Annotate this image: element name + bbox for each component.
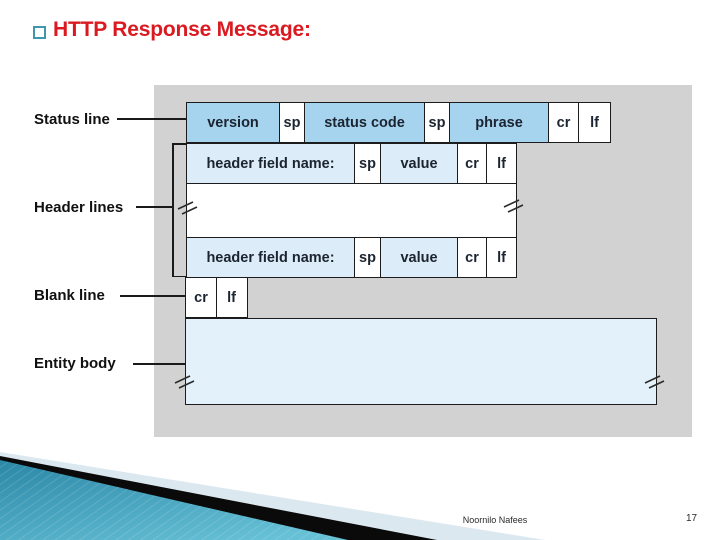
bracket-bottom-tick [172, 275, 186, 277]
break-mark-icon [503, 199, 524, 213]
bracket-top-tick [172, 143, 187, 145]
break-mark-icon [644, 375, 665, 389]
label-entity-body: Entity body [34, 355, 116, 372]
label-status-line: Status line [34, 111, 110, 128]
label-header-lines: Header lines [34, 199, 124, 216]
field-cell-header-field-name: header field name: [186, 143, 355, 184]
field-cell-cr: cr [456, 143, 488, 184]
field-cell-header-field-name: header field name: [186, 237, 355, 278]
entity-body-box [185, 318, 657, 405]
field-cell-lf: lf [486, 237, 517, 278]
field-cell-cr: cr [185, 277, 217, 318]
bullet-square-icon [33, 26, 46, 39]
connector-line-entity [133, 363, 185, 365]
footer-author: Noornilo Nafees [462, 515, 528, 525]
field-cell-value: value [380, 237, 458, 278]
field-cell-lf: lf [486, 143, 517, 184]
field-cell-value: value [380, 143, 458, 184]
connector-line-status [117, 118, 186, 120]
corner-decoration [0, 452, 545, 540]
connector-line-header [136, 206, 173, 208]
field-cell-cr: cr [547, 102, 580, 143]
field-cell-sp: sp [278, 102, 306, 143]
field-cell-lf: lf [215, 277, 248, 318]
field-cell-sp: sp [423, 102, 451, 143]
field-cell-cr: cr [456, 237, 488, 278]
page-title: HTTP Response Message: [53, 18, 311, 41]
field-cell-sp: sp [353, 237, 382, 278]
break-mark-icon [177, 201, 198, 215]
field-cell-phrase: phrase [449, 102, 549, 143]
field-cell-status-code: status code [304, 102, 425, 143]
page-number: 17 [686, 513, 698, 524]
label-blank-line: Blank line [34, 287, 105, 304]
connector-line-blank [120, 295, 185, 297]
field-cell-lf: lf [578, 102, 611, 143]
bracket-vertical-line [172, 143, 174, 277]
field-cell-version: version [186, 102, 280, 143]
break-mark-icon [174, 375, 195, 389]
field-cell-sp: sp [353, 143, 382, 184]
